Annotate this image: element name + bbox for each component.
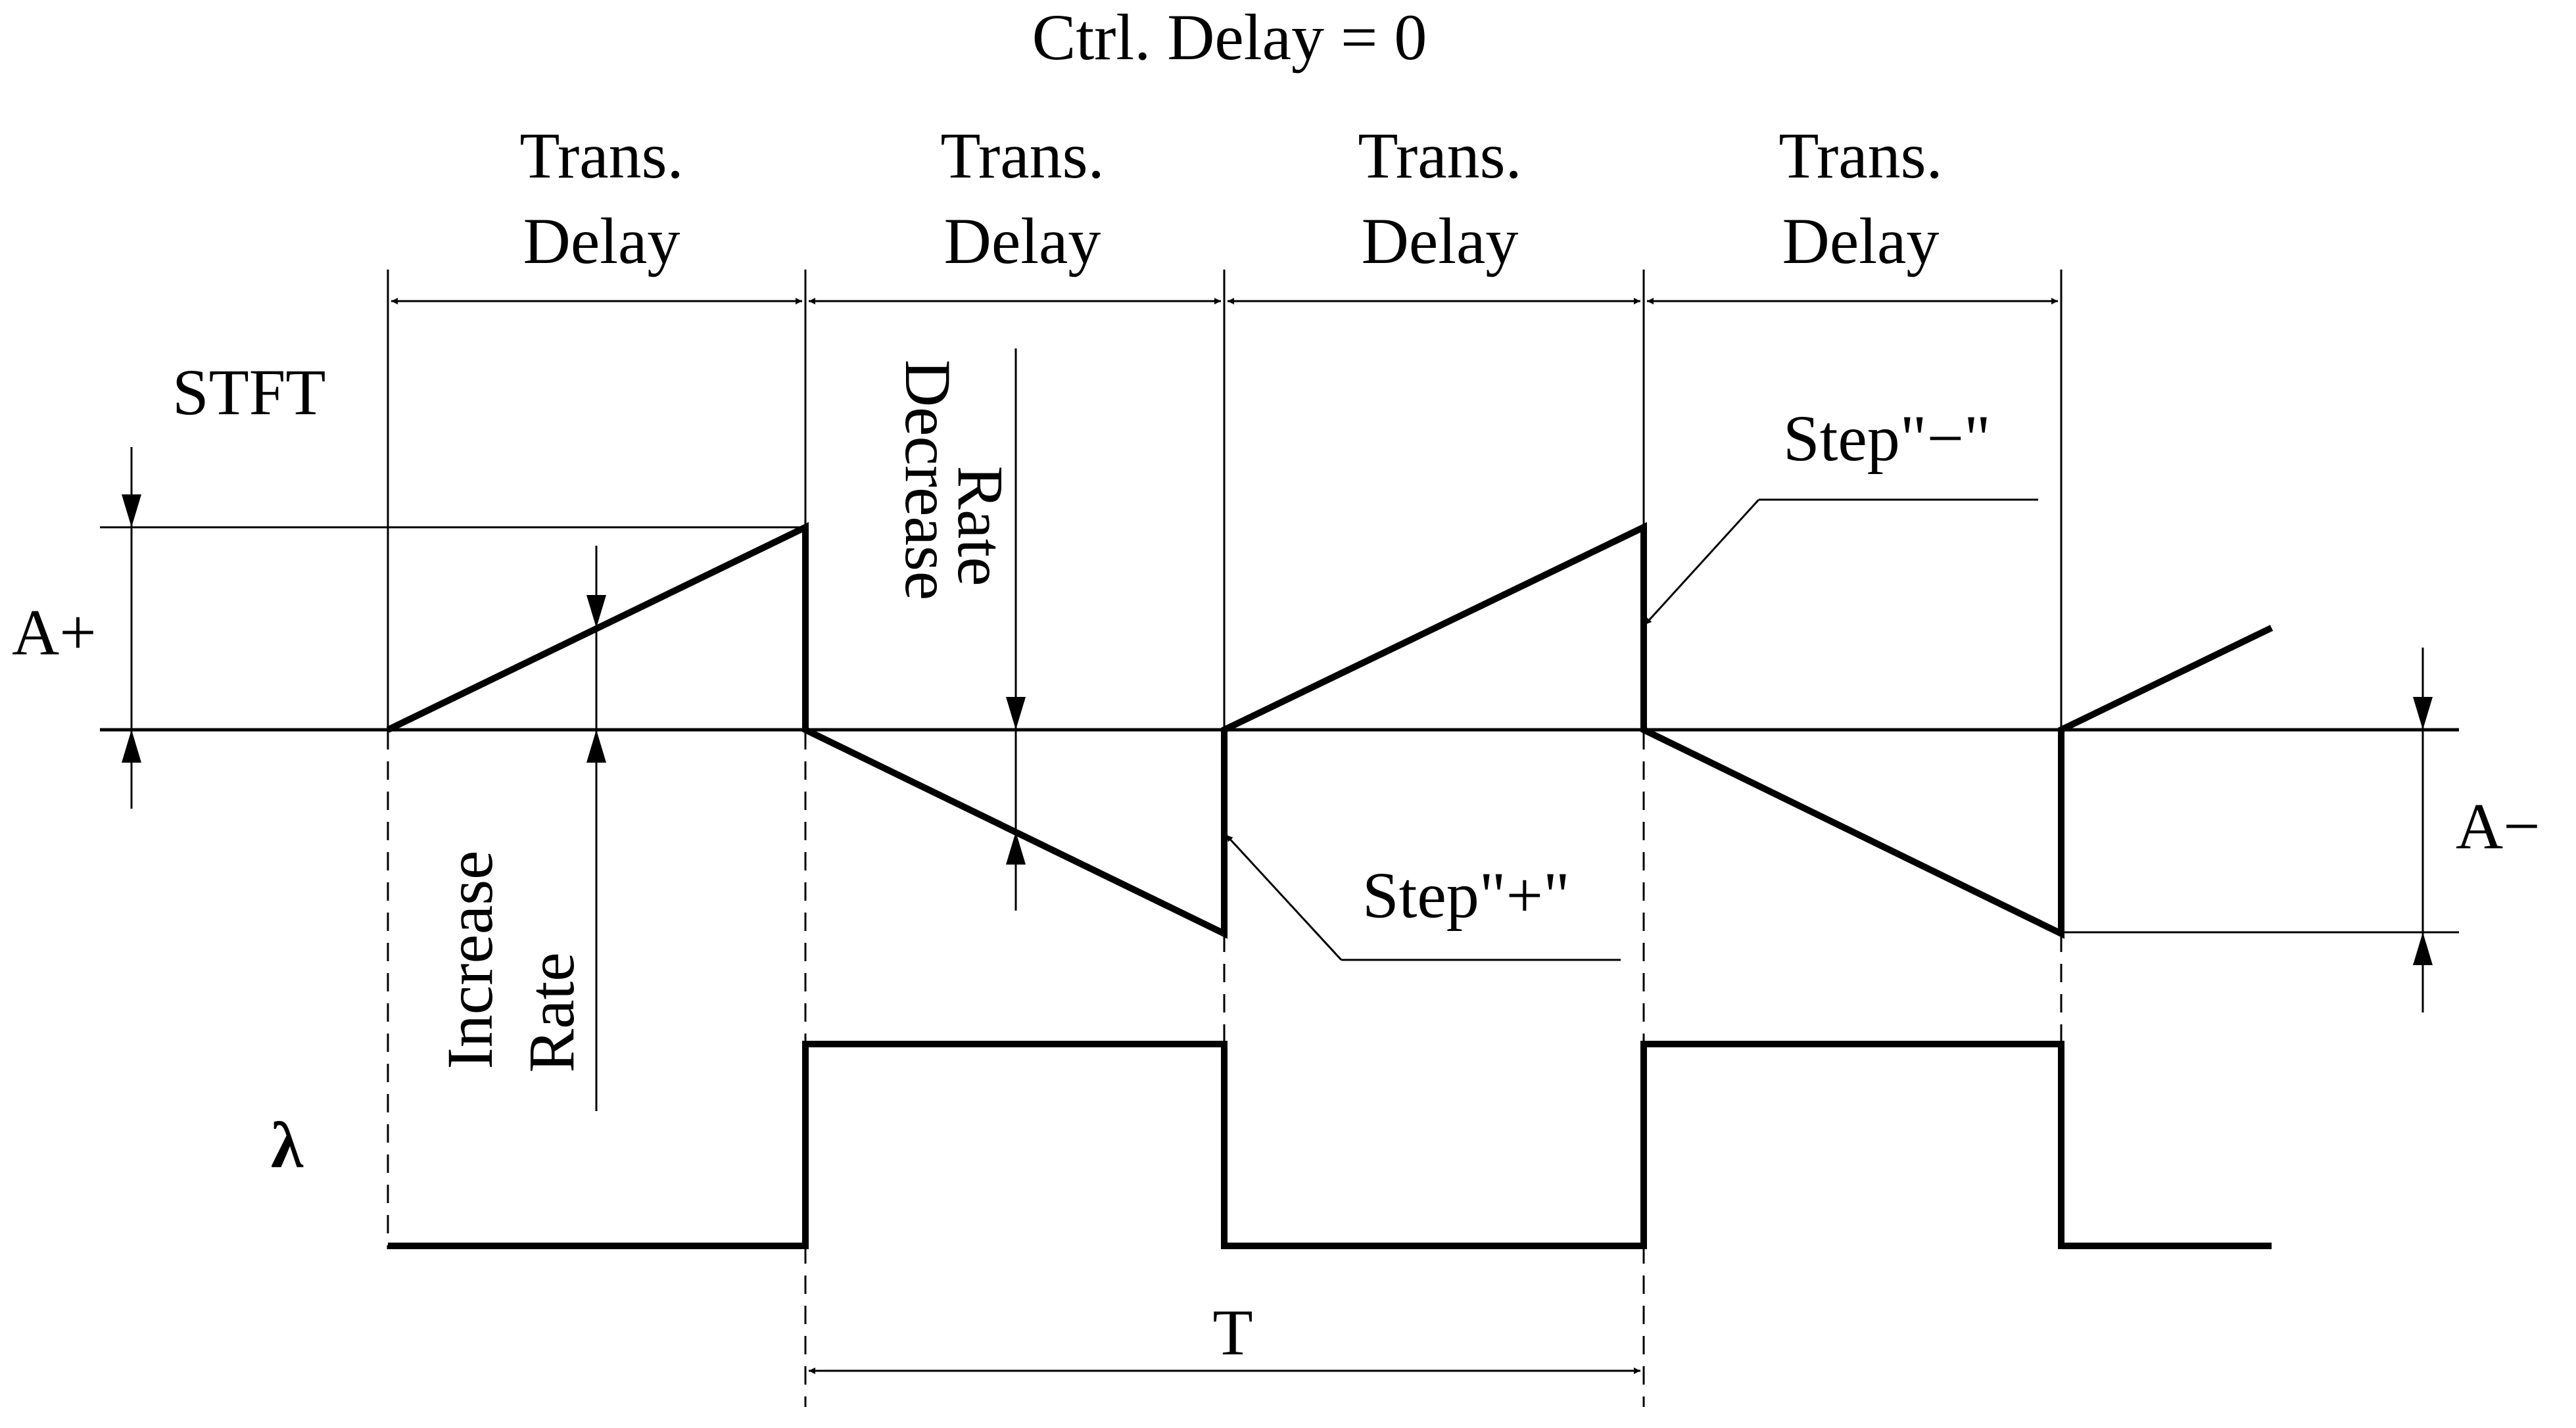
trans-delay-label-1-line1: Trans.: [519, 119, 683, 192]
trans-delay-label-4-line2: Delay: [1782, 204, 1940, 277]
interval-extension-lines: [387, 270, 2063, 730]
diagram-title: Ctrl. Delay = 0: [1032, 1, 1427, 74]
step-minus-label: Step"−": [1783, 402, 1991, 475]
trans-delay-label-3-line2: Delay: [1362, 204, 1519, 277]
trans-delay-label-1: Trans. Delay: [519, 119, 683, 277]
lambda-waveform: [388, 1041, 2272, 1249]
step-plus-label: Step"+": [1362, 859, 1570, 932]
lambda-label: λ: [271, 1108, 304, 1181]
period-dimension: T: [809, 1296, 1640, 1374]
step-plus-callout: Step"+": [1225, 834, 1621, 961]
increase-rate-label-line2: Rate: [515, 952, 588, 1072]
a-minus-label: A−: [2456, 790, 2540, 863]
trans-delay-label-2-line1: Trans.: [940, 119, 1104, 192]
trans-delay-label-4-line1: Trans.: [1778, 119, 1942, 192]
trans-delay-label-3: Trans. Delay: [1358, 119, 1521, 277]
stft-label: STFT: [172, 356, 325, 429]
a-plus-dimension: A+: [12, 447, 805, 809]
decrease-rate-annotation: Decrease Rate: [892, 348, 1026, 911]
increase-rate-annotation: Increase Rate: [433, 546, 606, 1111]
trans-delay-label-2-line2: Delay: [944, 204, 1101, 277]
stft-waveform: [386, 522, 2274, 940]
period-label: T: [1212, 1296, 1252, 1369]
trans-delay-label-4: Trans. Delay: [1778, 119, 1942, 277]
decrease-rate-label-line1: Decrease: [892, 360, 965, 600]
step-minus-callout: Step"−": [1644, 402, 2038, 626]
decrease-rate-label-line2: Rate: [944, 465, 1017, 586]
increase-rate-label-line1: Increase: [433, 850, 506, 1069]
trans-delay-label-3-line1: Trans.: [1358, 119, 1521, 192]
a-plus-label: A+: [12, 596, 97, 669]
a-minus-dimension: A−: [2063, 648, 2540, 1012]
trans-delay-label-2: Trans. Delay: [940, 119, 1104, 277]
trans-delay-label-1-line2: Delay: [523, 204, 680, 277]
